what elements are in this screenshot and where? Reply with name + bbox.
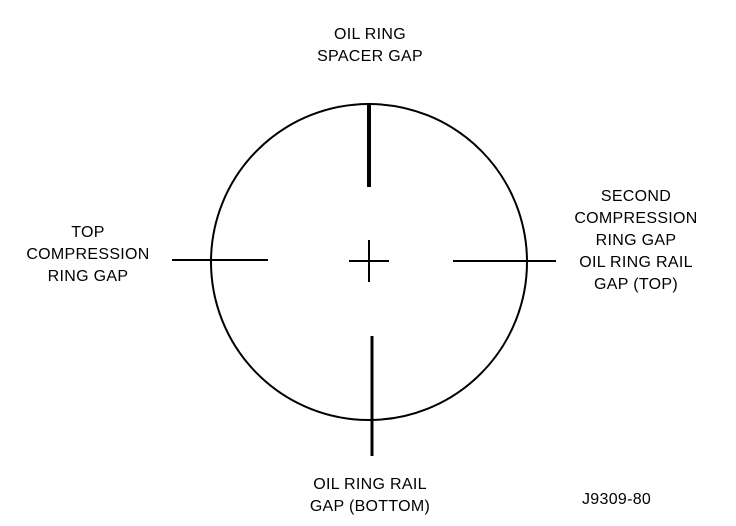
top-compression-ring-gap-label: TOP COMPRESSION RING GAP [0,222,178,288]
rail-top-line-2: GAP (TOP) [594,276,678,293]
oil-ring-spacer-gap-line-1: OIL RING [333,26,407,43]
oil-ring-spacer-gap-line-2: SPACER GAP [317,48,423,65]
rail-top-line-1: OIL RING RAIL [579,254,693,271]
rail-bottom-line-1: OIL RING RAIL [313,476,427,493]
figure-id: J9309-80 [582,491,652,508]
top-compression-line-3: RING GAP [47,268,129,285]
top-compression-line-2: COMPRESSION [26,246,150,263]
oil-ring-spacer-gap-label: OIL RING SPACER GAP [270,24,470,68]
second-compression-line-2: COMPRESSION [574,210,698,227]
second-compression-rail-top-label: SECOND COMPRESSION RING GAP OIL RING RAI… [536,186,736,296]
rail-bottom-line-2: GAP (BOTTOM) [309,498,431,515]
top-compression-line-1: TOP [71,224,105,241]
center-crosshair [349,240,389,282]
second-compression-line-1: SECOND [600,188,672,205]
second-compression-line-3: RING GAP [595,232,677,249]
oil-ring-rail-gap-bottom-label: OIL RING RAIL GAP (BOTTOM) [270,474,470,518]
